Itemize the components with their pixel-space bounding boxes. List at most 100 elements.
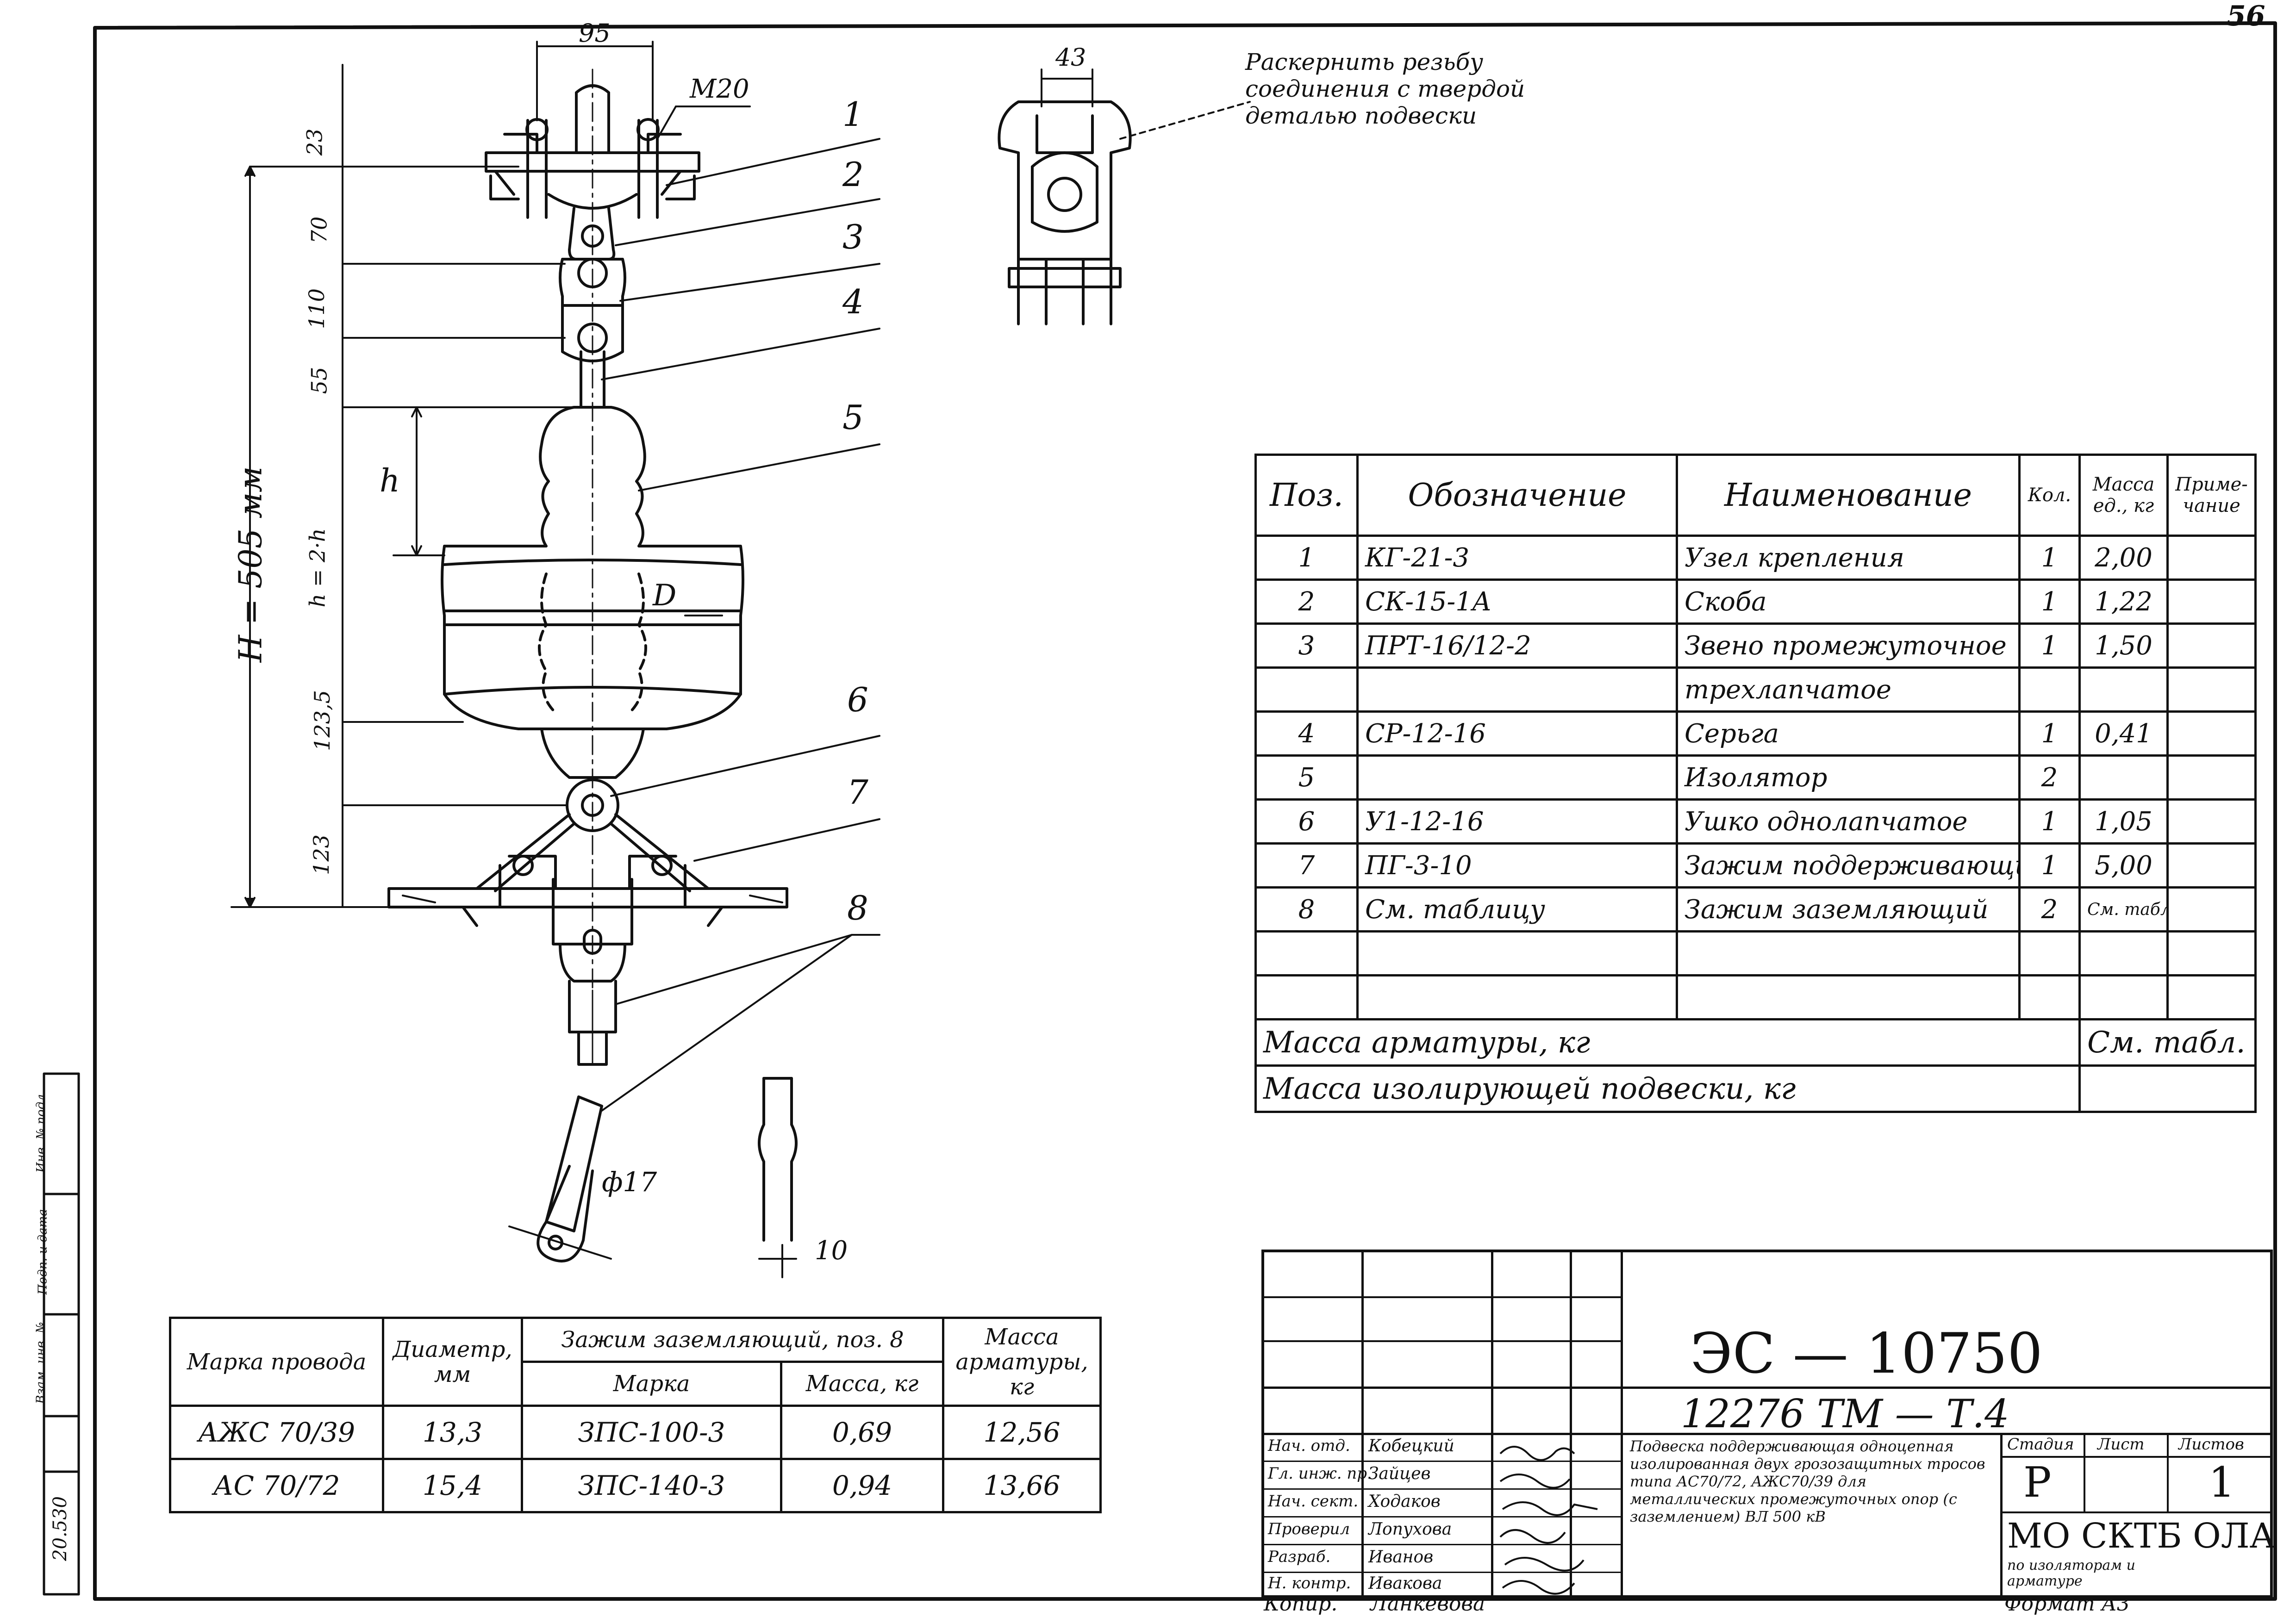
sheet-number: 56 bbox=[2227, 0, 2265, 32]
role-0: Нач. отд. bbox=[1268, 1436, 1350, 1455]
ground-wire: АЖС 70/39 bbox=[169, 1405, 384, 1460]
table-row bbox=[1254, 930, 2257, 976]
spec-qty: 1 bbox=[2018, 535, 2081, 581]
spec-mass: 2,00 bbox=[2078, 535, 2169, 581]
spec-note bbox=[2166, 622, 2257, 669]
ground-header-diam: Диаметр, мм bbox=[382, 1317, 523, 1407]
spec-qty bbox=[2018, 666, 2081, 713]
spec-pos bbox=[1254, 974, 1359, 1020]
name-1: Зайцев bbox=[1368, 1464, 1431, 1483]
spec-note bbox=[2166, 798, 2257, 845]
table-row: трехлапчатое bbox=[1254, 666, 2257, 713]
spec-pos: 3 bbox=[1254, 622, 1359, 669]
spec-mass-suspension-value bbox=[2078, 1064, 2257, 1113]
role-2: Нач. сект. bbox=[1268, 1492, 1359, 1511]
spec-mass: См. табл. bbox=[2078, 886, 2169, 933]
spec-qty: 2 bbox=[2018, 754, 2081, 801]
table-row: АЖС 70/39 13,3 ЗПС-100-3 0,69 12,56 bbox=[169, 1405, 1102, 1460]
dimension-lines bbox=[231, 41, 751, 908]
spec-code bbox=[1356, 754, 1678, 801]
spec-name bbox=[1676, 974, 2021, 1020]
spec-code: См. таблицу bbox=[1356, 886, 1678, 933]
dim-h-eq: h = 2·h bbox=[305, 528, 330, 608]
role-1: Гл. инж. пр. bbox=[1268, 1464, 1372, 1483]
spec-name: Узел крепления bbox=[1676, 535, 2021, 581]
spec-header-qty: Кол. bbox=[2018, 454, 2081, 537]
spec-pos: 4 bbox=[1254, 710, 1359, 757]
sheet-frame bbox=[93, 21, 2277, 1601]
ground-diam: 15,4 bbox=[382, 1458, 523, 1513]
role-3: Проверил bbox=[1268, 1520, 1350, 1538]
side-stamp-1: Подп. и дата bbox=[36, 1209, 50, 1295]
spec-code: У1-12-16 bbox=[1356, 798, 1678, 845]
spec-pos: 6 bbox=[1254, 798, 1359, 845]
spec-qty: 1 bbox=[2018, 622, 2081, 669]
callout-2: 2 bbox=[842, 155, 864, 194]
ground-total: 13,66 bbox=[942, 1458, 1102, 1513]
spec-mass-fittings-row: Масса арматуры, кг См. табл. bbox=[1254, 1018, 2257, 1067]
title-org-sub: по изоляторам и арматуре bbox=[2007, 1557, 2135, 1589]
spec-header-row: Поз. Обозначение Наименование Кол. Масса… bbox=[1254, 454, 2257, 537]
spec-name: Ушко однолапчатое bbox=[1676, 798, 2021, 845]
spec-note bbox=[2166, 578, 2257, 625]
dim-m20: М20 bbox=[690, 74, 749, 104]
suspension-assembly bbox=[387, 68, 788, 1066]
spec-mass bbox=[2078, 666, 2169, 713]
ground-mark: ЗПС-100-3 bbox=[521, 1405, 782, 1460]
spec-mass-fittings-label: Масса арматуры, кг bbox=[1254, 1018, 2081, 1067]
spec-name bbox=[1676, 930, 2021, 976]
spec-mass-suspension-row: Масса изолирующей подвески, кг bbox=[1254, 1064, 2257, 1113]
ground-wire: АС 70/72 bbox=[169, 1458, 384, 1513]
callout-1: 1 bbox=[842, 95, 864, 134]
ground-mass: 0,69 bbox=[780, 1405, 944, 1460]
spec-pos: 1 bbox=[1254, 535, 1359, 581]
ground-mass: 0,94 bbox=[780, 1458, 944, 1513]
spec-qty bbox=[2018, 930, 2081, 976]
dim-123: 123 bbox=[308, 834, 334, 875]
table-row bbox=[1254, 974, 2257, 1020]
spec-qty: 1 bbox=[2018, 578, 2081, 625]
role-4: Разраб. bbox=[1268, 1548, 1331, 1566]
callout-6: 6 bbox=[847, 680, 868, 719]
spec-name: Изолятор bbox=[1676, 754, 2021, 801]
spec-name: Зажим заземляющий bbox=[1676, 886, 2021, 933]
dim-10: 10 bbox=[815, 1236, 848, 1266]
ground-header-row-1: Марка провода Диаметр, мм Зажим заземляю… bbox=[169, 1317, 1102, 1407]
name-4: Иванов bbox=[1368, 1548, 1434, 1567]
dim-phi17: ф17 bbox=[602, 1166, 657, 1198]
spec-name: Зажим поддерживающий bbox=[1676, 842, 2021, 889]
spec-qty: 2 bbox=[2018, 886, 2081, 933]
spec-note bbox=[2166, 710, 2257, 757]
spec-name: Серьга bbox=[1676, 710, 2021, 757]
title-org: МО СКТБ ОЛА bbox=[2007, 1516, 2276, 1556]
title-description: Подвеска поддерживающая одноцепная изоли… bbox=[1630, 1437, 1985, 1525]
spec-code: СР-12-16 bbox=[1356, 710, 1678, 757]
dim-110: 110 bbox=[304, 288, 329, 329]
title-code-2: 12276 ТМ — Т.4 bbox=[1681, 1391, 2009, 1436]
spec-code: КГ-21-3 bbox=[1356, 535, 1678, 581]
side-stamp-frame bbox=[43, 1072, 80, 1596]
spec-header-note: Приме- чание bbox=[2166, 454, 2257, 537]
spec-mass bbox=[2078, 974, 2169, 1020]
spec-name: трехлапчатое bbox=[1676, 666, 2021, 713]
ground-header-mass: Масса, кг bbox=[780, 1361, 944, 1407]
spec-note bbox=[2166, 842, 2257, 889]
copied-name: Ланкевова bbox=[1370, 1592, 1485, 1616]
spec-mass: 1,22 bbox=[2078, 578, 2169, 625]
callout-7: 7 bbox=[847, 773, 868, 812]
spec-header-code: Обозначение bbox=[1356, 454, 1678, 537]
dim-123-5: 123,5 bbox=[309, 690, 335, 751]
ground-header-clamp: Зажим заземляющий, поз. 8 bbox=[521, 1317, 944, 1363]
specification-table: Поз. Обозначение Наименование Кол. Масса… bbox=[1254, 454, 2257, 1113]
spec-mass: 0,41 bbox=[2078, 710, 2169, 757]
detail-view-top bbox=[998, 68, 1251, 325]
spec-qty: 1 bbox=[2018, 710, 2081, 757]
side-stamp-3: 20.530 bbox=[49, 1496, 71, 1561]
dim-H: H = 505 мм bbox=[232, 466, 269, 663]
spec-note bbox=[2166, 666, 2257, 713]
